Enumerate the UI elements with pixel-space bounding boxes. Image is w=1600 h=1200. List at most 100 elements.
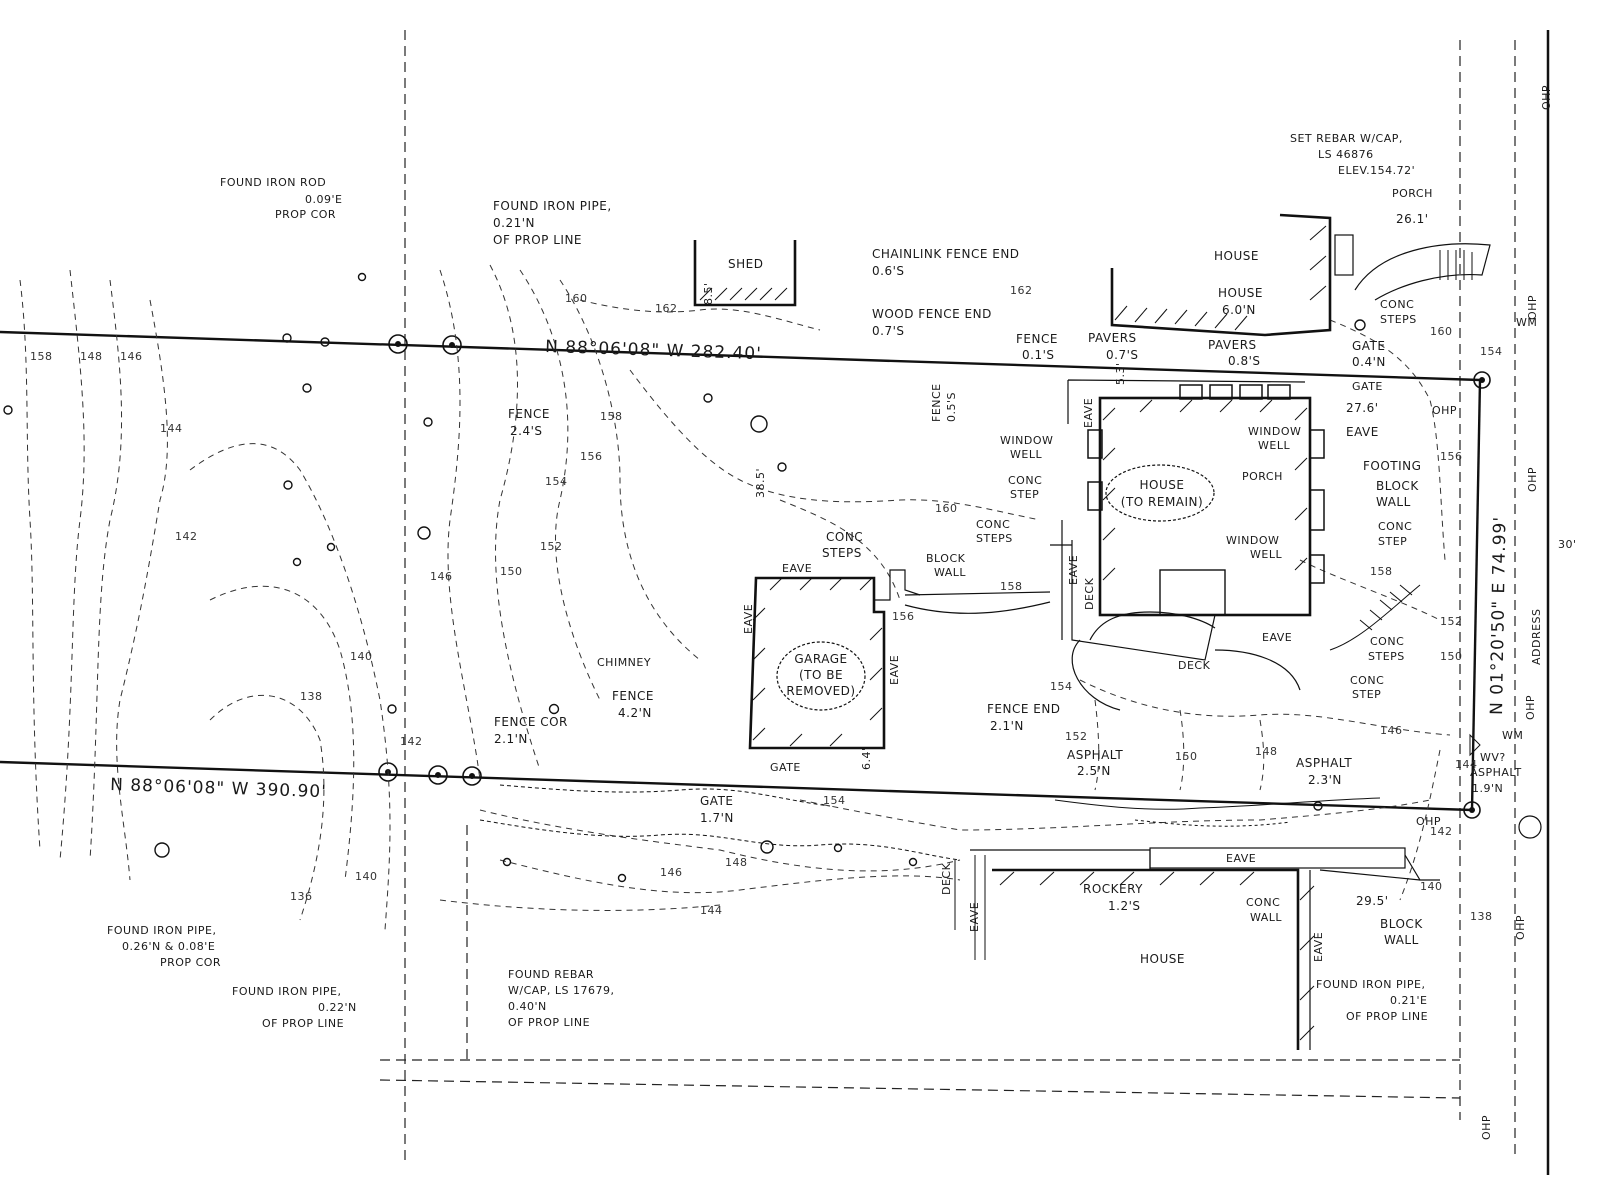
ohp-label: OHP [1526, 295, 1539, 320]
conc-step-label: CONC [1350, 674, 1384, 687]
contour-label: 162 [655, 302, 678, 315]
dimension-label: 5.3' [1114, 362, 1127, 385]
dimension-label: 6.4' [860, 747, 873, 770]
contour-label: 146 [660, 866, 683, 879]
contour-label: 154 [823, 794, 846, 807]
dimension-label: 30' [1558, 538, 1577, 551]
window-well-label: WELL [1010, 448, 1042, 461]
monument-marker [462, 766, 482, 786]
conc-wall-label: WALL [1250, 911, 1282, 924]
annotations: FOUND IRON ROD 0.09'E PROP COR FOUND IRO… [107, 85, 1577, 1140]
pavers-label: PAVERS [1088, 331, 1137, 345]
eave-label: EAVE [782, 562, 812, 575]
gate-label: 0.4'N [1352, 355, 1386, 369]
monument-marker [442, 335, 462, 355]
contour-label: 140 [1420, 880, 1443, 893]
ohp-label: OHP [1480, 1115, 1493, 1140]
dimension-label: 29.5' [1356, 894, 1389, 908]
contour-label: 148 [725, 856, 748, 869]
conc-step-label: STEP [1378, 535, 1407, 548]
contour-label: 140 [350, 650, 373, 663]
fence-lines [479, 584, 1481, 960]
conc-wall-label: CONC [1246, 896, 1280, 909]
porch-label: PORCH [1242, 470, 1283, 483]
found-rebar-label: W/CAP, LS 17679, [508, 984, 615, 997]
eave-label: EAVE [888, 655, 901, 685]
conc-step-label: CONC [1008, 474, 1042, 487]
north-neighbor-house [1110, 213, 1491, 337]
deck-label: DECK [940, 862, 953, 895]
found-iron-pipe-label: 0.21'N [493, 216, 535, 230]
block-wall-label: WALL [1376, 495, 1411, 509]
asphalt-label: ASPHALT [1067, 748, 1123, 762]
contour-label: 160 [1430, 325, 1453, 338]
contour-label: 144 [160, 422, 183, 435]
house-label: HOUSE [1218, 286, 1263, 300]
conc-step-label: STEP [1010, 488, 1039, 501]
house-remain-label: (TO REMAIN) [1121, 495, 1203, 509]
chainlink-fence-label: CHAINLINK FENCE END [872, 247, 1020, 261]
contour-label: 146 [120, 350, 143, 363]
dimension-label: 27.6' [1346, 401, 1379, 415]
conc-steps-label: STEPS [822, 546, 862, 560]
found-iron-pipe-label: FOUND IRON PIPE, [107, 924, 216, 937]
eave-label: EAVE [1262, 631, 1292, 644]
contour-label: 160 [565, 292, 588, 305]
garage-label: REMOVED) [786, 684, 855, 698]
found-iron-pipe-label: PROP COR [160, 956, 221, 969]
contour-label: 156 [1440, 450, 1463, 463]
deck-label: DECK [1083, 577, 1096, 610]
wood-fence-label: WOOD FENCE END [872, 307, 992, 321]
contour-label: 154 [545, 475, 568, 488]
window-well-label: WELL [1258, 439, 1290, 452]
conc-steps-label: CONC [1370, 635, 1404, 648]
monument-marker [1473, 371, 1491, 389]
found-iron-pipe-label: OF PROP LINE [262, 1017, 344, 1030]
set-rebar-label: LS 46876 [1318, 148, 1374, 161]
dimension-label: 38.5' [754, 468, 767, 498]
ohp-label: OHP [1524, 695, 1537, 720]
window-well-label: WELL [1250, 548, 1282, 561]
ohp-label: OHP [1540, 85, 1553, 110]
eave-label: EAVE [1312, 932, 1325, 962]
found-rebar-label: FOUND REBAR [508, 968, 594, 981]
survey-points [3, 272, 1542, 883]
contour-label: 148 [80, 350, 103, 363]
fence-cor-label: FENCE COR [494, 715, 568, 729]
conc-steps-label: CONC [1380, 298, 1414, 311]
fence-label: 0.1'S [1022, 348, 1055, 362]
asphalt-label: ASPHALT [1470, 766, 1522, 779]
found-iron-pipe-label: FOUND IRON PIPE, [493, 199, 612, 213]
gate-label: GATE [1352, 339, 1386, 353]
fence-label: FENCE [930, 383, 943, 422]
found-iron-pipe-label: 0.22'N [318, 1001, 357, 1014]
eave-label: EAVE [742, 604, 755, 634]
contour-label: 152 [1440, 615, 1463, 628]
house-label: HOUSE [1214, 249, 1259, 263]
contour-label: 158 [1000, 580, 1023, 593]
contour-label: 140 [355, 870, 378, 883]
ohp-label: OHP [1416, 815, 1441, 828]
pavers-label: PAVERS [1208, 338, 1257, 352]
eave-label: EAVE [1067, 555, 1080, 585]
gate-label: GATE [770, 761, 801, 774]
monument-marker [378, 762, 398, 782]
eave-label: EAVE [1226, 852, 1256, 865]
water-meter-label: WM [1502, 729, 1523, 742]
contour-label: 162 [1010, 284, 1033, 297]
asphalt-label: 2.3'N [1308, 773, 1342, 787]
contour-label: 146 [1380, 724, 1403, 737]
contour-label: 138 [300, 690, 323, 703]
set-rebar-label: ELEV.154.72' [1338, 164, 1415, 177]
ohp-label: OHP [1526, 467, 1539, 492]
block-wall-label: BLOCK [1376, 479, 1419, 493]
water-valve-label: WV? [1480, 751, 1506, 764]
contour-label: 144 [700, 904, 723, 917]
contour-lines [19, 264, 1451, 931]
found-iron-rod-label: 0.09'E [305, 193, 342, 206]
contour-label: 142 [1430, 825, 1453, 838]
contour-label: 152 [1065, 730, 1088, 743]
monuments [378, 334, 1491, 819]
gate-label: GATE [1352, 380, 1383, 393]
address-label: ADDRESS [1530, 608, 1543, 665]
